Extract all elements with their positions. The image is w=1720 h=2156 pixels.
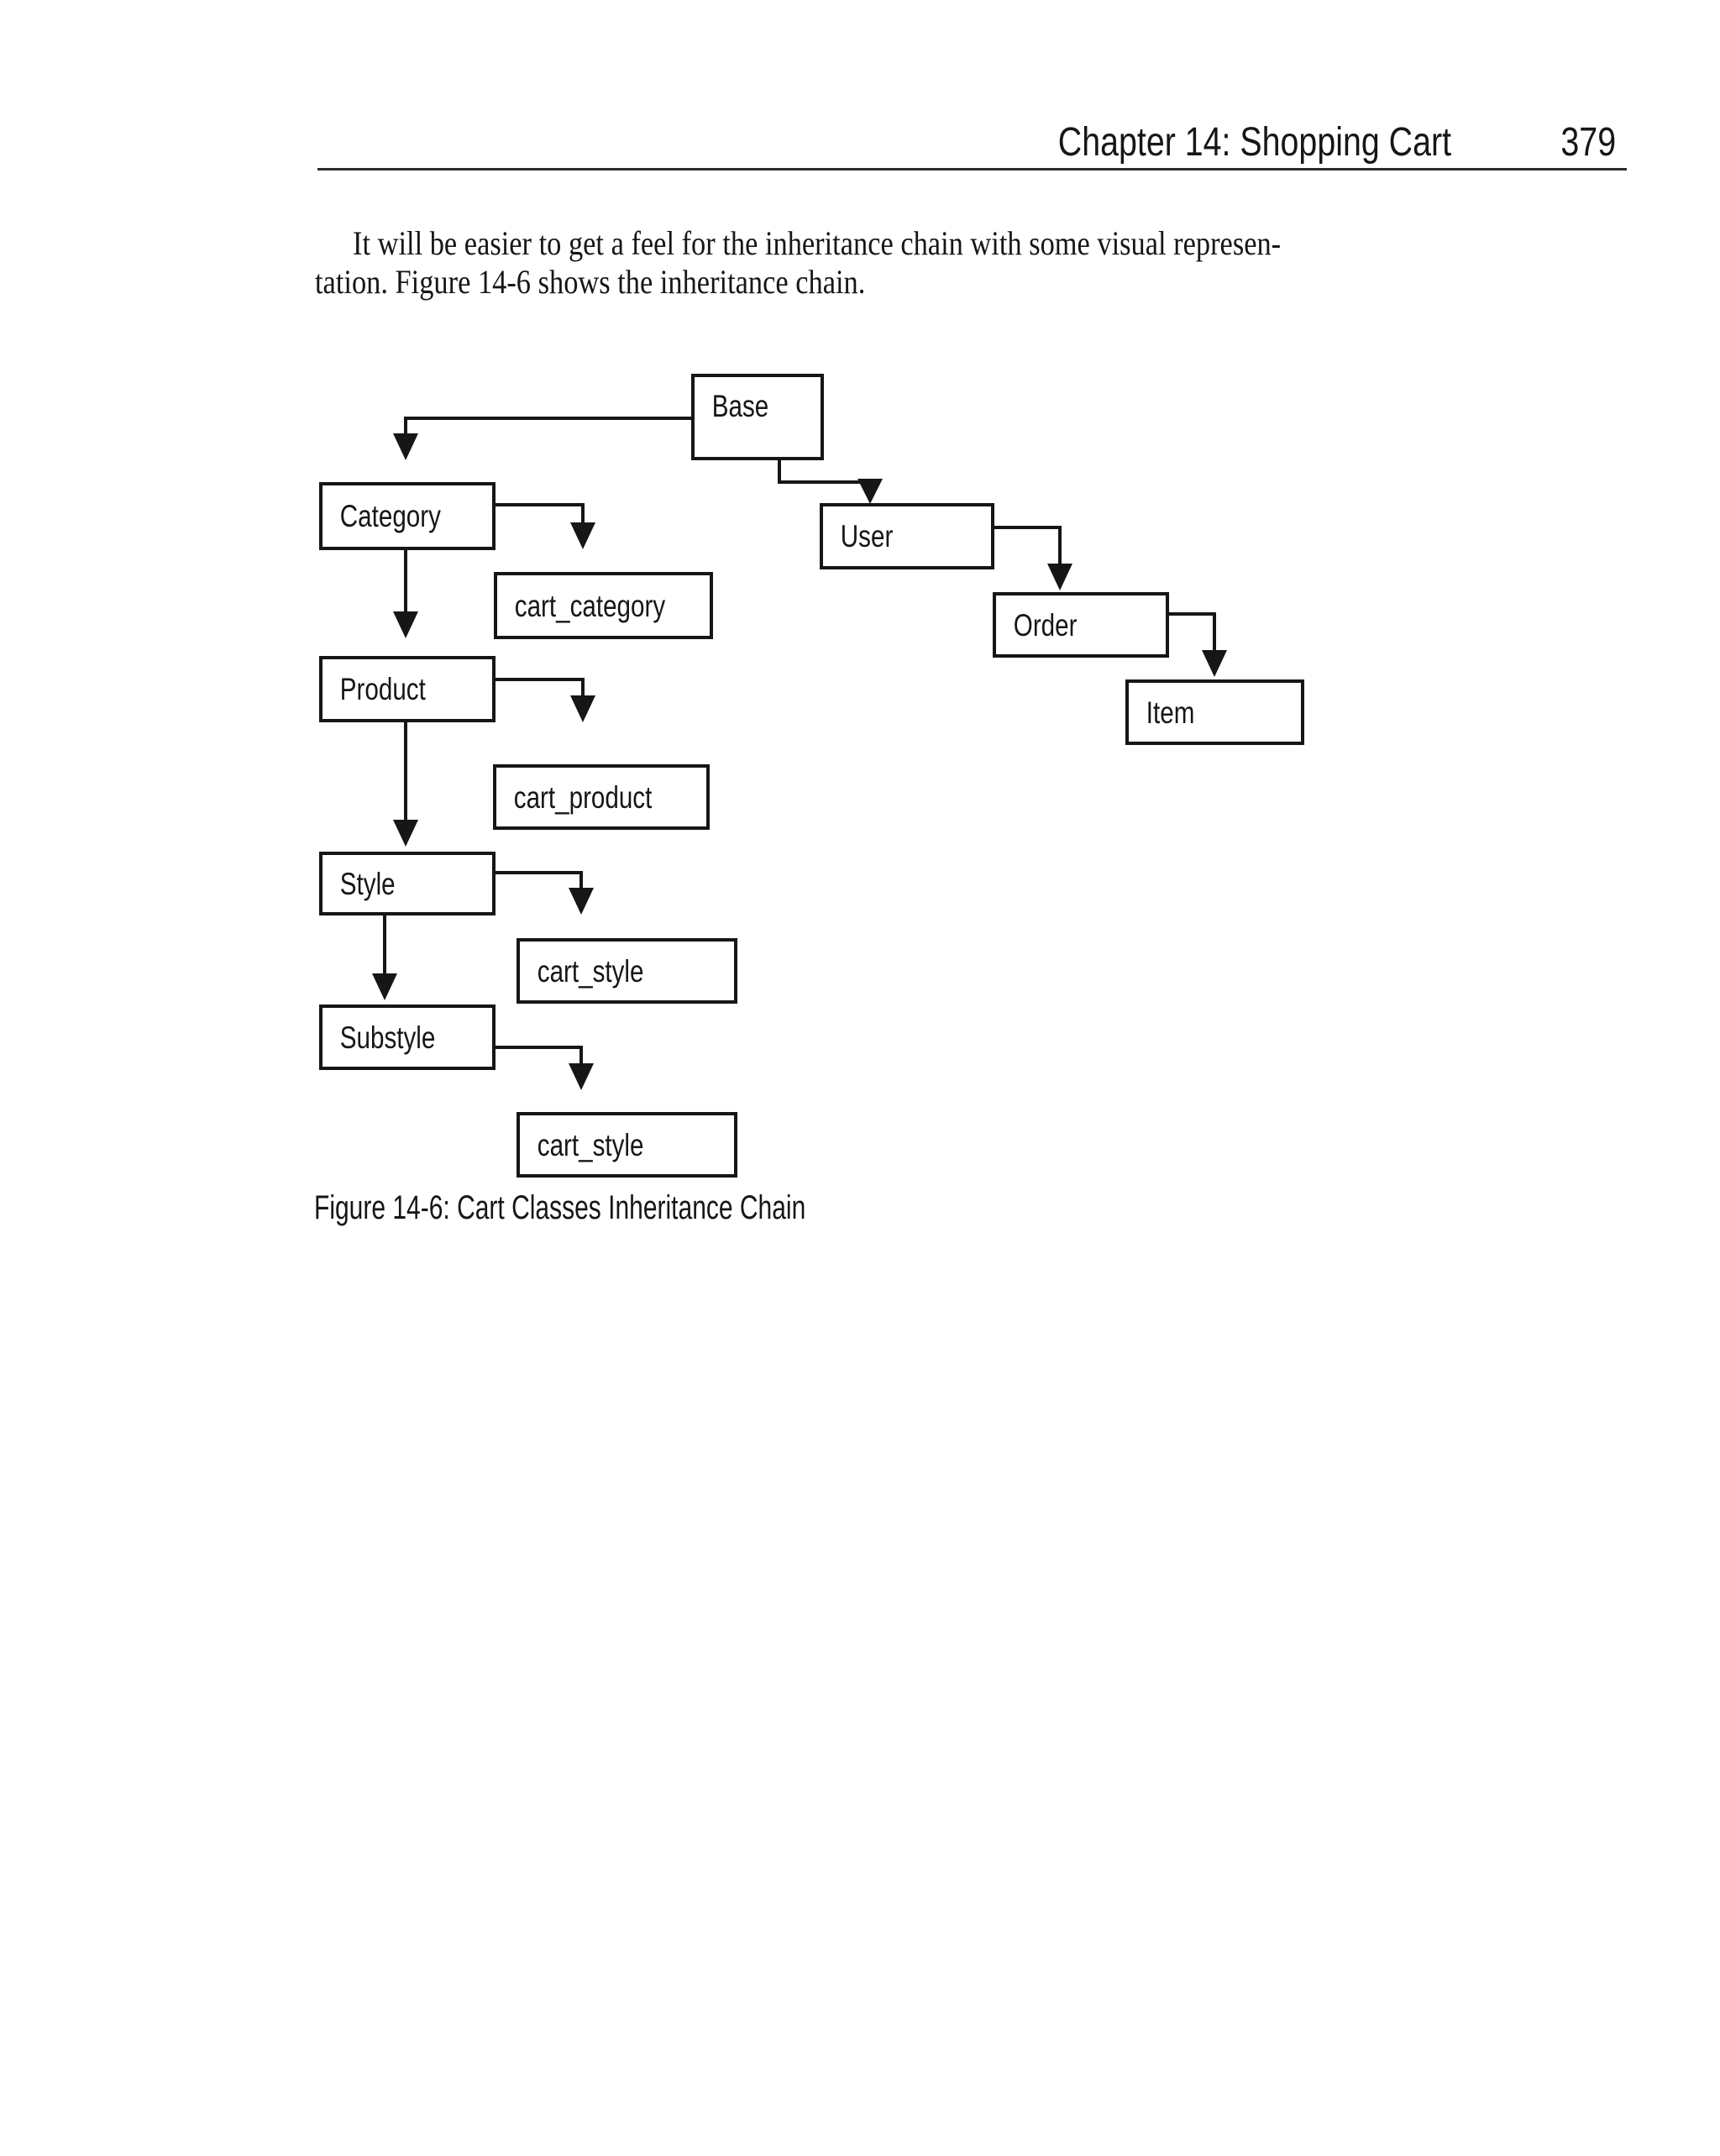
- node-category: Category: [319, 482, 496, 550]
- edge-style-cartstyle-arrowhead: [569, 888, 594, 915]
- node-cart-category: cart_category: [494, 572, 713, 639]
- chapter-title: Chapter 14: Shopping Cart: [1057, 120, 1451, 165]
- edge-style-cartstyle-line: [496, 871, 583, 889]
- edge-base-category-line: [404, 417, 691, 435]
- node-label: Substyle: [339, 1020, 436, 1055]
- node-cart-style-1: cart_style: [517, 938, 737, 1004]
- edge-category-cartcategory-line: [496, 503, 585, 524]
- node-label: Item: [1146, 695, 1195, 730]
- edge-product-style-arrowhead: [393, 820, 418, 847]
- edge-category-product-arrowhead: [393, 611, 418, 638]
- edge-substyle-cartstyle2-arrowhead: [569, 1063, 594, 1090]
- edge-product-cartproduct-arrowhead: [570, 695, 595, 722]
- edge-base-user-line: [778, 460, 870, 484]
- node-user: User: [820, 503, 994, 569]
- node-label: cart_product: [513, 779, 653, 815]
- node-label: cart_category: [514, 588, 666, 623]
- edge-category-cartcategory-arrowhead: [570, 522, 595, 549]
- node-label: Base: [711, 389, 769, 423]
- paragraph-line-2: tation. Figure 14-6 shows the inheritanc…: [315, 263, 866, 301]
- node-label: cart_style: [537, 1127, 644, 1162]
- node-cart-product: cart_product: [493, 764, 710, 830]
- node-label: Style: [339, 866, 396, 901]
- node-base: Base: [691, 374, 824, 460]
- edge-user-order-line: [994, 526, 1062, 565]
- edge-order-item-line: [1169, 612, 1216, 652]
- node-substyle: Substyle: [319, 1005, 496, 1070]
- node-label: Order: [1013, 607, 1078, 643]
- node-label: Category: [339, 499, 441, 533]
- edge-order-item-arrowhead: [1202, 650, 1227, 677]
- paragraph-line-1: It will be easier to get a feel for the …: [353, 224, 1282, 262]
- edge-style-substyle-arrowhead: [372, 973, 397, 1000]
- node-product: Product: [319, 656, 496, 722]
- figure-caption: Figure 14-6: Cart Classes Inheritance Ch…: [314, 1189, 806, 1226]
- node-item: Item: [1125, 679, 1304, 745]
- node-label: cart_style: [537, 953, 644, 989]
- edge-user-order-arrowhead: [1047, 564, 1072, 590]
- header-rule: [317, 168, 1627, 170]
- edge-base-user-arrowhead: [857, 479, 883, 504]
- edge-product-cartproduct-line: [496, 678, 585, 697]
- edge-substyle-cartstyle2-line: [496, 1046, 583, 1065]
- node-cart-style-2: cart_style: [517, 1112, 737, 1178]
- page-number: 379: [1560, 120, 1616, 165]
- node-order: Order: [993, 592, 1169, 658]
- edge-base-category-arrowhead: [393, 433, 418, 460]
- node-style: Style: [319, 852, 496, 915]
- node-label: Product: [339, 672, 426, 706]
- node-label: User: [840, 519, 894, 553]
